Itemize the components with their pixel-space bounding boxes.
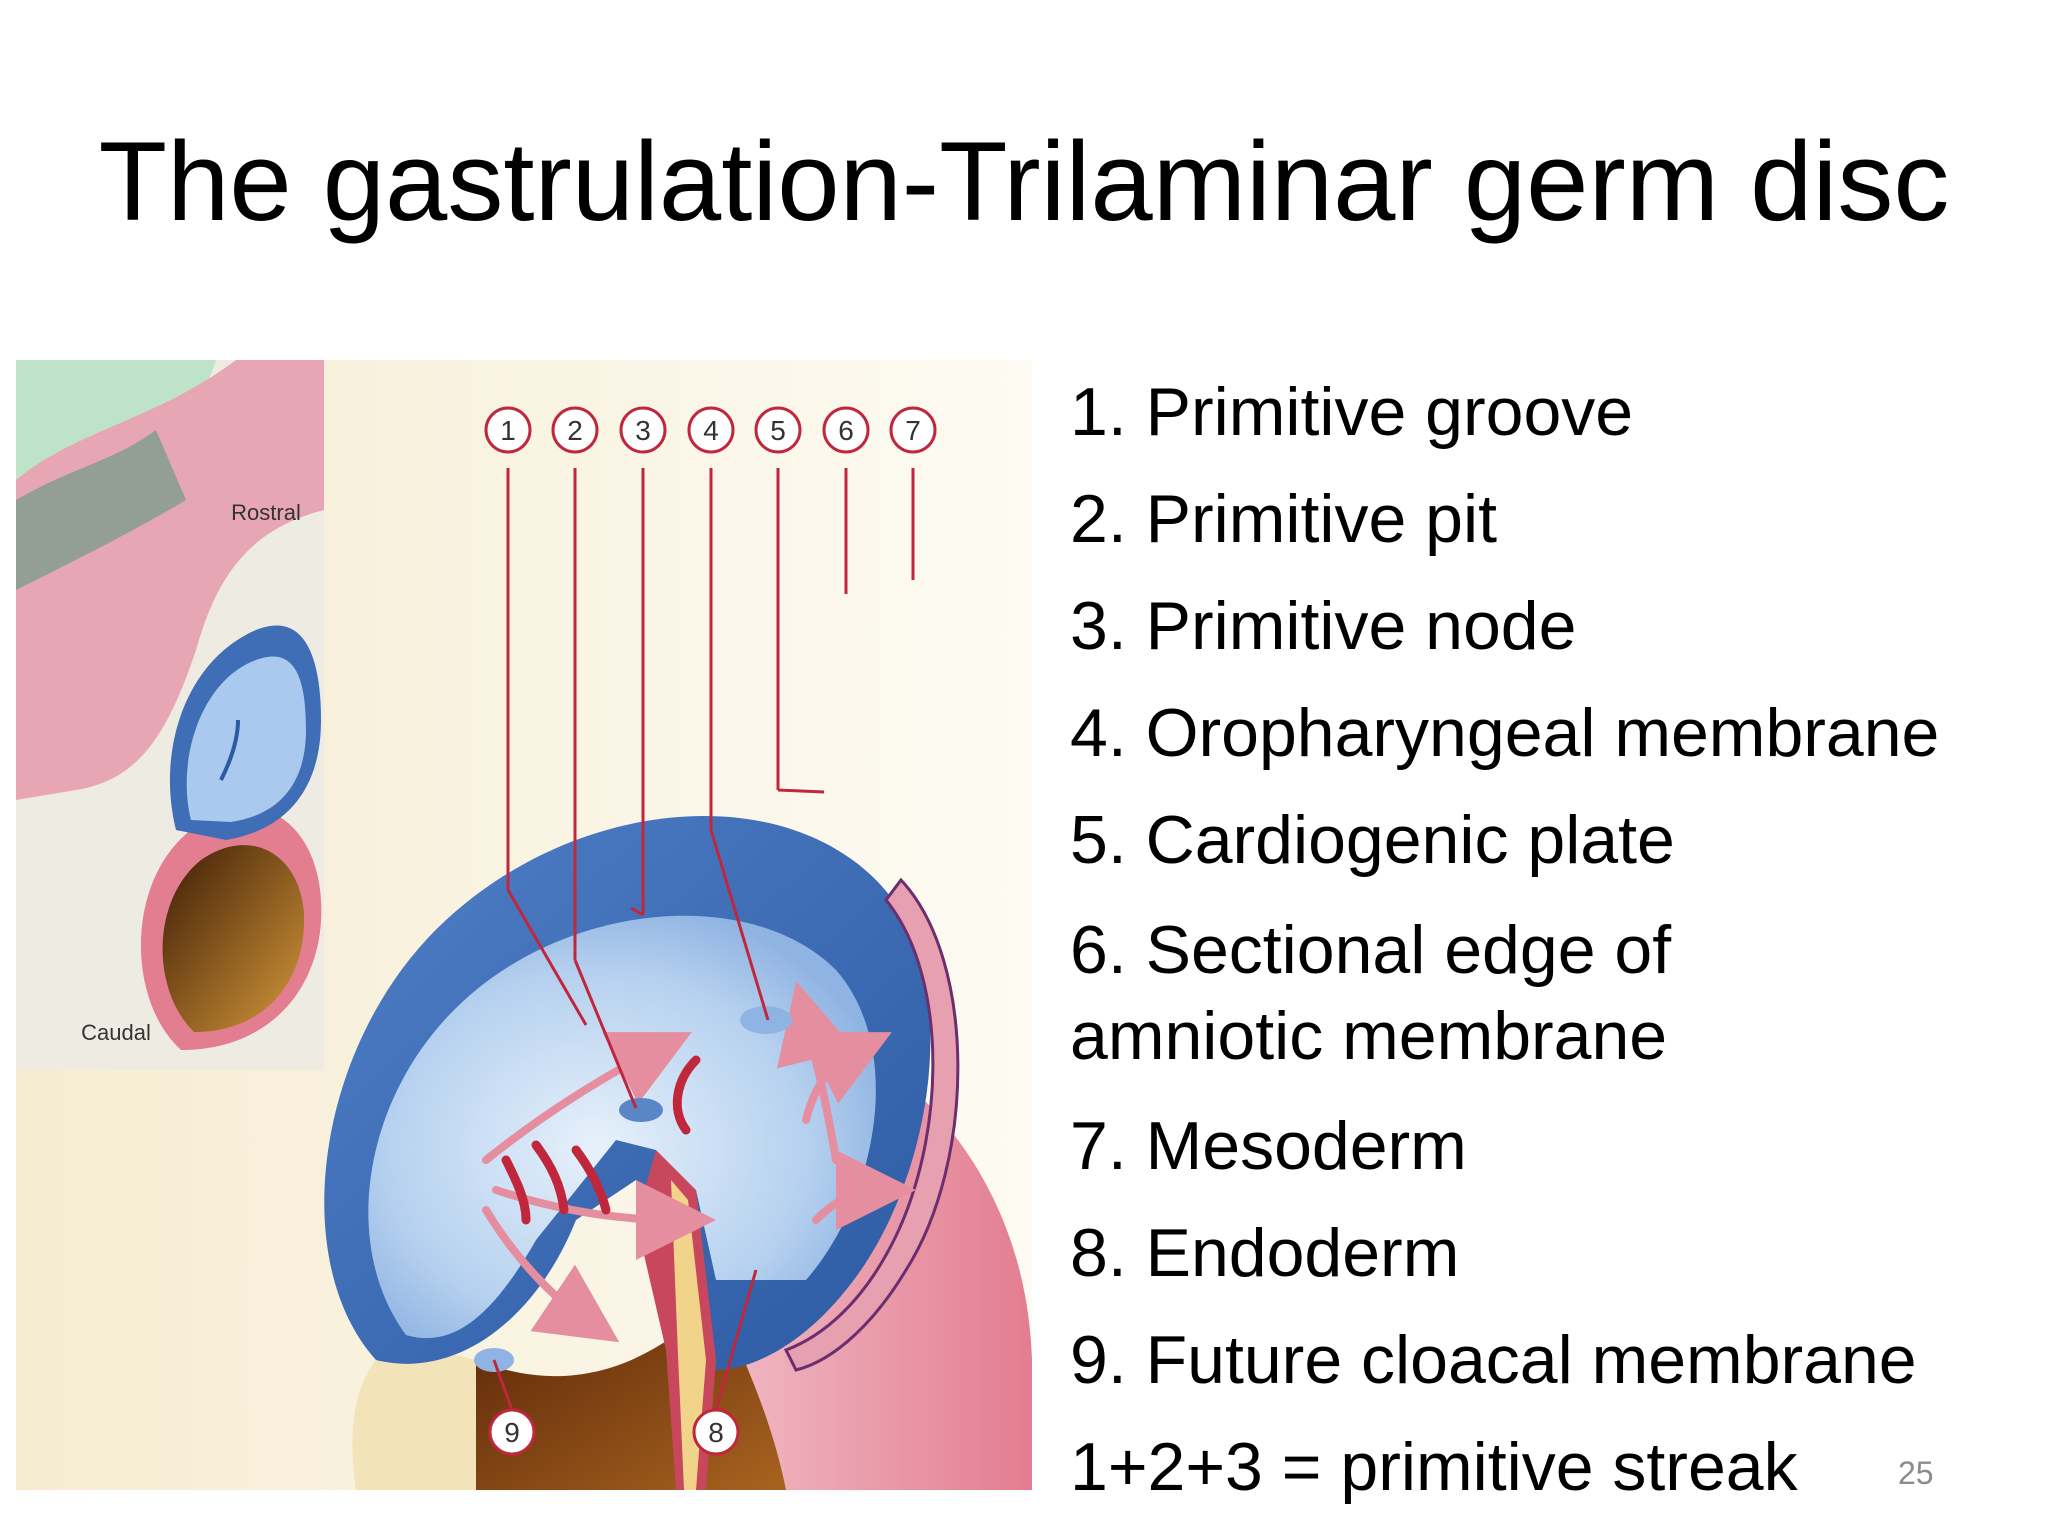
svg-text:9: 9 [504,1417,520,1448]
svg-text:2: 2 [567,415,583,446]
callout-2: 2 [551,406,599,454]
connecting-stalk [352,1340,476,1490]
legend-item-primitive-pit: 2. Primitive pit [1070,481,1497,557]
svg-text:8: 8 [708,1417,724,1448]
svg-text:3: 3 [635,415,651,446]
oropharyngeal-mark [740,1006,792,1034]
primitive-streak-marks [501,1055,701,1225]
orientation-inset: Rostral Caudal [16,360,324,1070]
legend-item-primitive-streak: 1+2+3 = primitive streak [1070,1429,1798,1505]
svg-text:4: 4 [703,415,719,446]
legend-item-amniotic-edge: 6. Sectional edge of amniotic membrane [1070,907,2030,1079]
callout-1: 1 [484,406,532,454]
legend-item-oropharyngeal-membrane: 4. Oropharyngeal membrane [1070,695,1940,771]
callout-5: 5 [754,406,802,454]
primitive-pit-mark [619,1098,663,1122]
callout-9: 9 [488,1408,536,1456]
gastrulation-illustration: 1 2 3 4 5 [16,360,1032,1490]
callout-leaders [492,468,915,1411]
callout-7: 7 [889,406,937,454]
legend-item-primitive-node: 3. Primitive node [1070,588,1577,664]
page-title: The gastrulation-Trilaminar germ disc [98,119,1950,244]
legend-item-cardiogenic-plate: 5. Cardiogenic plate [1070,802,1675,878]
svg-text:6: 6 [838,415,854,446]
callout-4: 4 [687,406,735,454]
inset-label-caudal: Caudal [81,1020,151,1045]
callout-3: 3 [619,406,667,454]
svg-text:5: 5 [770,415,786,446]
legend-item-mesoderm: 7. Mesoderm [1070,1108,1467,1184]
legend-item-amniotic-edge-line2: amniotic membrane [1070,998,1668,1074]
svg-text:1: 1 [500,415,516,446]
inset-label-rostral: Rostral [231,500,301,525]
callout-circles: 1 2 3 4 5 [484,406,937,1456]
legend-item-endoderm: 8. Endoderm [1070,1215,1460,1291]
amniotic-edge [783,877,960,1372]
svg-text:7: 7 [905,415,921,446]
legend-list: 1. Primitive groove 2. Primitive pit 3. … [1070,372,2030,1534]
legend-item-amniotic-edge-line1: 6. Sectional edge of [1070,912,1672,988]
callout-8: 8 [692,1408,740,1456]
gastrulation-diagram: 1 2 3 4 5 [16,360,1032,1490]
callout-6: 6 [822,406,870,454]
legend-item-primitive-groove: 1. Primitive groove [1070,374,1634,450]
legend-item-cloacal-membrane: 9. Future cloacal membrane [1070,1322,1917,1398]
slide-number: 25 [1898,1455,1934,1491]
